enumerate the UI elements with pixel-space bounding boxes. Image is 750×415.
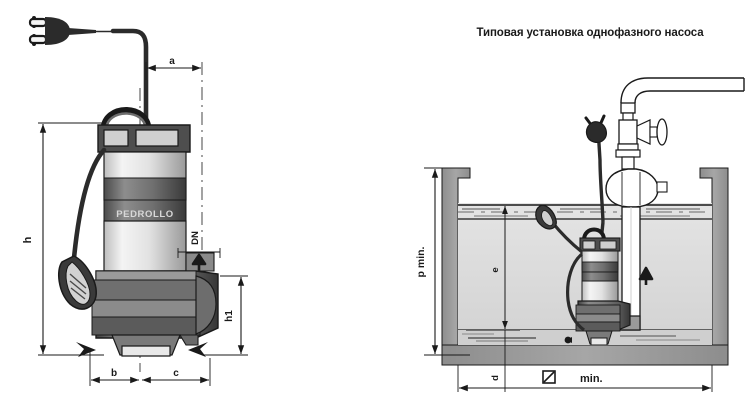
pump-hydraulic-housing xyxy=(91,270,219,357)
brand-logo: PEDROLLO xyxy=(116,209,174,220)
pump-handle xyxy=(100,107,152,131)
right-installation-group: p min. e d min. xyxy=(415,77,745,392)
dimension-square-min-label: min. xyxy=(580,373,603,385)
installed-pump-cable-lower xyxy=(600,221,605,233)
power-cable xyxy=(110,28,149,125)
dimension-d-label: d xyxy=(490,375,501,381)
float-switch xyxy=(57,147,107,310)
dimension-e: e xyxy=(466,204,520,331)
dimension-square-min: min. xyxy=(457,365,713,392)
dimension-p-min: p min. xyxy=(415,167,470,356)
dimension-h-label: h xyxy=(22,236,34,243)
installation-title: Типовая установка однофазного насоса xyxy=(476,27,704,39)
discharge-pipe-assembly xyxy=(603,77,745,331)
installed-power-plug-icon xyxy=(584,114,607,143)
tank-floor xyxy=(458,329,712,345)
power-plug-icon xyxy=(28,16,113,46)
inflow-arrows xyxy=(76,342,208,357)
left-pump-group: a h PEDROLLO xyxy=(22,16,248,386)
dimension-a: a xyxy=(145,56,201,80)
tank-structure xyxy=(441,167,729,366)
installed-pump xyxy=(575,227,631,346)
dimension-b: b xyxy=(89,352,139,386)
dimension-h1-label: h1 xyxy=(224,310,235,322)
installed-float-switch xyxy=(535,204,585,332)
dimension-h1: h1 xyxy=(202,275,248,356)
dimension-c: c xyxy=(142,358,211,386)
dimension-a-label: a xyxy=(169,56,175,67)
dimension-b-label: b xyxy=(111,368,117,379)
flow-arrow-riser xyxy=(638,266,654,285)
dimension-c-label: c xyxy=(173,368,179,379)
pump-top-cap xyxy=(97,124,191,153)
dimension-dn-label: DN xyxy=(190,231,201,245)
dimension-h: h xyxy=(22,122,104,356)
dimension-p-min-label: p min. xyxy=(415,246,427,277)
pump-motor-body: PEDROLLO xyxy=(103,151,187,272)
dimension-d: d xyxy=(490,330,506,392)
dimension-e-label: e xyxy=(490,267,501,272)
installed-pump-cable xyxy=(596,127,605,223)
square-section-symbol-icon xyxy=(542,370,556,384)
